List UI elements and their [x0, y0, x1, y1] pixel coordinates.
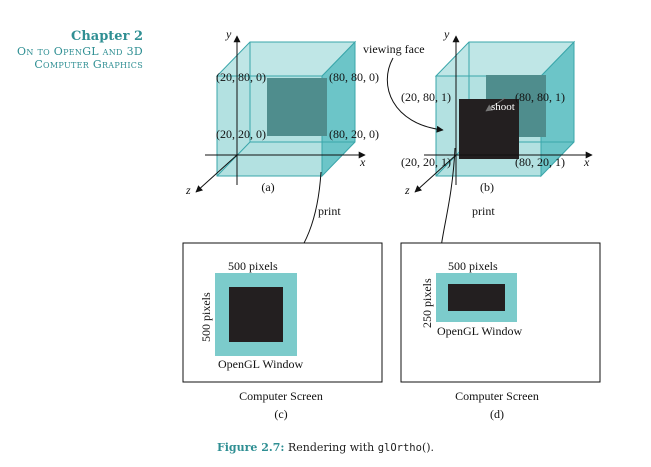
panel-a: y x z (20, 80, 0) (80, 80, 0) (20, 20, 0… — [185, 27, 379, 197]
width-label-d: 500 pixels — [448, 259, 498, 273]
square-a — [267, 78, 327, 136]
print-label-right: print — [472, 204, 495, 218]
viewing-face-arrow — [386, 57, 444, 133]
panel-label-b: (b) — [480, 180, 494, 194]
panel-label-a: (a) — [261, 180, 274, 194]
rendered-rectangle-d — [448, 284, 505, 311]
chapter-heading: Chapter 2 — [70, 29, 143, 44]
corner-label-b-tl: (20, 80, 1) — [401, 90, 451, 104]
corner-label-a-tr: (80, 80, 0) — [329, 70, 379, 84]
panel-label-c: (c) — [274, 407, 287, 421]
shoot-arrow — [485, 97, 506, 112]
panel-b: y x z viewing face shoot (20, 80, 1) (80… — [363, 27, 593, 197]
height-label-d: 250 pixels — [420, 278, 434, 328]
corner-label-b-tr: (80, 80, 1) — [515, 90, 565, 104]
corner-label-b-bl: (20, 20, 1) — [401, 155, 451, 169]
corner-label-a-tl: (20, 80, 0) — [216, 70, 266, 84]
box-a-back-edge — [216, 141, 251, 177]
axis-label-x-b: x — [583, 155, 590, 169]
axis-label-x-a: x — [359, 155, 366, 169]
panel-d: 500 pixels 250 pixels OpenGL Window Comp… — [400, 242, 601, 421]
chapter-subtitle: On to OpenGL and 3D Computer Graphics — [17, 45, 143, 71]
window-label-c: OpenGL Window — [218, 357, 304, 371]
caption-figure-number: Figure 2.7: — [216, 441, 285, 454]
corner-label-b-br: (80, 20, 1) — [515, 155, 565, 169]
width-label-c: 500 pixels — [228, 259, 278, 273]
panel-label-d: (d) — [490, 407, 504, 421]
height-label-c: 500 pixels — [199, 292, 213, 342]
axis-label-z-b: z — [404, 183, 410, 197]
axis-label-z-a: z — [185, 183, 191, 197]
rendered-square-c — [229, 287, 283, 342]
panel-c: 500 pixels 500 pixels OpenGL Window Comp… — [182, 242, 383, 421]
caption-end: (). — [421, 441, 435, 454]
corner-label-a-bl: (20, 20, 0) — [216, 127, 266, 141]
axis-label-y-a: y — [225, 27, 232, 41]
screen-label-c: Computer Screen — [239, 389, 323, 403]
window-label-d: OpenGL Window — [437, 324, 523, 338]
caption-code: glOrtho — [377, 442, 422, 454]
figure-caption: Figure 2.7: Rendering with glOrtho(). — [0, 441, 651, 454]
shoot-label: shoot — [491, 101, 515, 113]
axis-label-y-b: y — [443, 27, 450, 41]
viewing-face-label: viewing face — [363, 42, 425, 56]
z-axis-a — [195, 154, 238, 193]
z-axis-b — [414, 154, 457, 193]
print-label-left: print — [318, 204, 341, 218]
caption-text: Rendering with — [287, 441, 375, 454]
screen-label-d: Computer Screen — [455, 389, 539, 403]
corner-label-a-br: (80, 20, 0) — [329, 127, 379, 141]
